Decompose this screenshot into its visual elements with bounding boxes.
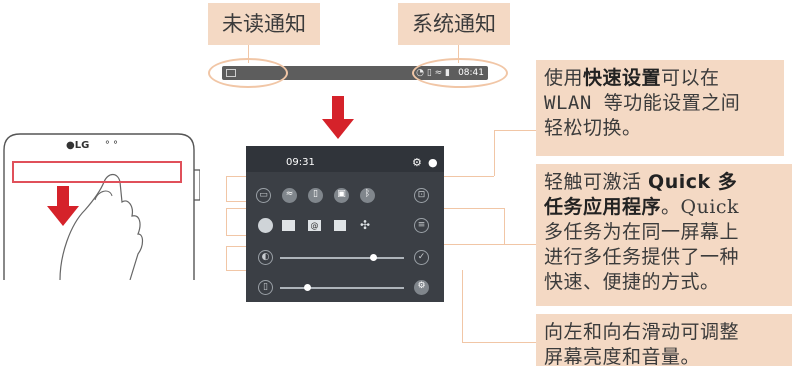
screenshot-toggle-icon[interactable]: ▭ <box>256 188 271 203</box>
panel-header <box>246 146 444 172</box>
bluetooth-toggle-icon[interactable]: ᛒ <box>360 188 375 203</box>
connector-line <box>226 176 246 177</box>
connector-line <box>226 235 246 236</box>
qslide-settings-icon[interactable]: ≡ <box>414 218 429 233</box>
auto-brightness-icon[interactable]: ◐ <box>258 250 273 265</box>
brightness-check-icon[interactable]: ✓ <box>414 250 429 265</box>
connector-line <box>462 270 463 342</box>
browser-app-icon[interactable] <box>258 218 273 233</box>
volume-slider-knob[interactable] <box>304 284 311 291</box>
connector-line <box>226 208 246 209</box>
panel-time: 09:31 <box>286 157 315 168</box>
brightness-volume-callout: 向左和向右滑动可调整 屏幕亮度和音量。 <box>536 314 792 368</box>
down-arrow-icon <box>322 119 354 139</box>
brightness-slider-knob[interactable] <box>370 254 377 261</box>
calendar-app-icon[interactable] <box>282 220 295 231</box>
connector-line <box>494 130 536 131</box>
system-highlight <box>412 58 508 88</box>
connector-line <box>226 246 227 270</box>
phone-illustration <box>0 130 201 281</box>
connector-line <box>444 176 494 177</box>
volume-slider[interactable] <box>280 287 404 289</box>
unread-highlight <box>208 58 288 88</box>
unread-notifications-label: 未读通知 <box>208 3 320 45</box>
connector-line <box>504 244 536 245</box>
connector-line <box>504 208 505 244</box>
wifi-toggle-icon[interactable]: ≈ <box>282 188 297 203</box>
connector-line <box>444 244 504 245</box>
volume-mode-icon[interactable]: ▯ <box>258 280 273 295</box>
swipe-arrow-shaft <box>57 186 69 208</box>
edit-toggles-icon[interactable]: ⊡ <box>414 188 429 203</box>
qslide-toggle-icon[interactable]: ▣ <box>334 188 349 203</box>
phone-brand: ●LG ° ° <box>66 140 118 151</box>
connector-line <box>226 208 227 235</box>
phone-outline <box>3 133 201 281</box>
email-app-icon[interactable]: @ <box>308 220 321 231</box>
system-notifications-label: 系统通知 <box>398 3 510 45</box>
connector-line <box>226 201 246 202</box>
memo-app-icon[interactable] <box>334 220 346 231</box>
qslide-callout: 轻触可激活 Quick 多 任务应用程序。Quick 多任务为在同一屏幕上 进行… <box>536 164 792 306</box>
swipe-down-arrow-icon <box>47 206 79 226</box>
more-apps-icon[interactable]: ✣ <box>360 218 371 232</box>
settings-gear-icon[interactable]: ⚙ <box>412 156 422 169</box>
user-profile-icon[interactable]: ● <box>428 156 438 169</box>
volume-settings-icon[interactable]: ⚙ <box>414 280 429 295</box>
connector-line <box>444 208 504 209</box>
connector-line <box>226 176 227 201</box>
connector-line <box>462 342 536 343</box>
down-arrow-shaft <box>332 96 344 120</box>
vibrate-toggle-icon[interactable]: ▯ <box>308 188 323 203</box>
lg-logo-icon: ● <box>66 140 75 151</box>
brightness-slider[interactable] <box>280 257 404 259</box>
connector-line <box>226 270 246 271</box>
notification-panel: 09:31 ⚙ ● ▭ ≈ ▯ ▣ ᛒ ⊡ @ ✣ ≡ ◐ ✓ ▯ ⚙ <box>246 146 444 302</box>
connector-line <box>458 45 459 63</box>
swipe-area-highlight <box>12 161 182 183</box>
connector-line <box>494 130 495 176</box>
quick-settings-callout: 使用快速设置可以在 WLAN 等功能设置之间 轻松切换。 <box>536 60 784 156</box>
connector-line <box>248 45 249 63</box>
connector-line <box>226 246 246 247</box>
